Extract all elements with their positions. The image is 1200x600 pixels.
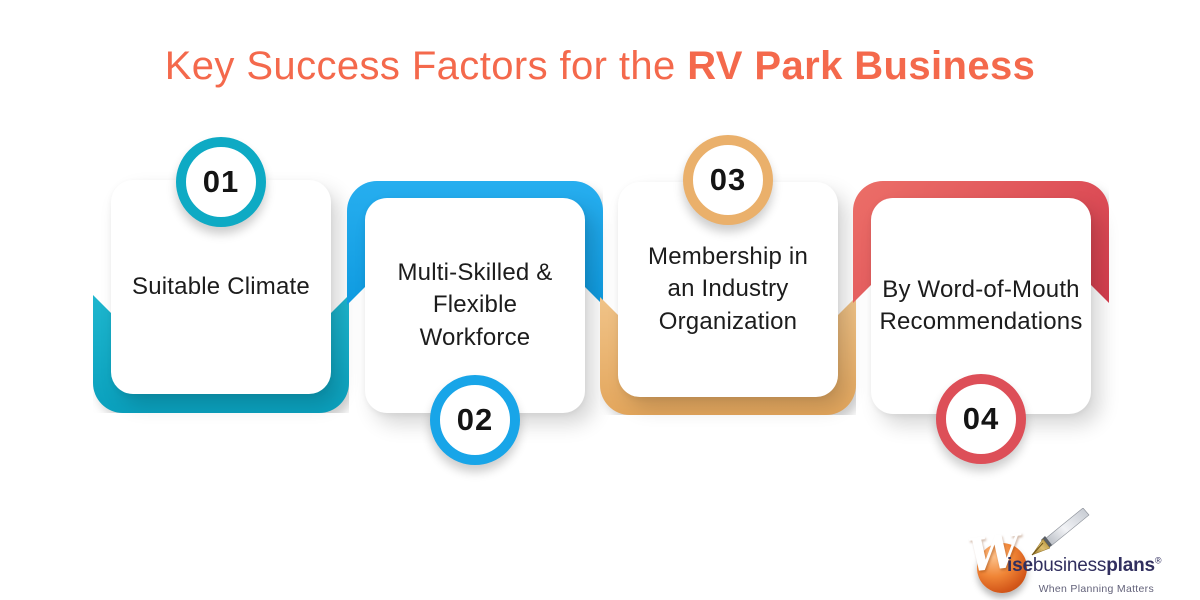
card-label-1: Suitable Climate (132, 272, 310, 300)
step-number-4: 04 (962, 401, 1000, 436)
step-number-badge-2: 02 (430, 375, 520, 465)
pen-icon (1031, 508, 1090, 556)
wordmark-business: business (1032, 555, 1107, 576)
page-title: Key Success Factors for the RV Park Busi… (0, 44, 1200, 89)
step-number-badge-3: 03 (683, 135, 773, 225)
card-label-4: By Word-of-Mouth Recommendations (879, 275, 1083, 335)
registered-mark: ® (1154, 555, 1162, 566)
step-number-1: 01 (202, 164, 240, 199)
step-number-2: 02 (456, 402, 494, 437)
step-number-badge-4: 04 (936, 374, 1026, 464)
step-number-badge-1: 01 (176, 137, 266, 227)
wordmark-ise: ise (1007, 555, 1033, 576)
step-number-3: 03 (709, 162, 747, 197)
logo-tagline: When Planning Matters (1038, 583, 1154, 595)
card-label-3: Membership in an Industry Organization (648, 243, 808, 335)
card-label-2: Multi-Skilled & Flexible Workforce (397, 259, 553, 351)
logo-sphere (977, 543, 1027, 593)
title-prefix: Key Success Factors for the (164, 44, 688, 88)
title-emphasis: RV Park Business (687, 44, 1036, 88)
logo: W isebusinessplans® When Planning Matter… (955, 508, 1161, 600)
logo-wordmark: isebusinessplans® (1007, 555, 1161, 577)
wordmark-plans: plans (1106, 555, 1155, 576)
